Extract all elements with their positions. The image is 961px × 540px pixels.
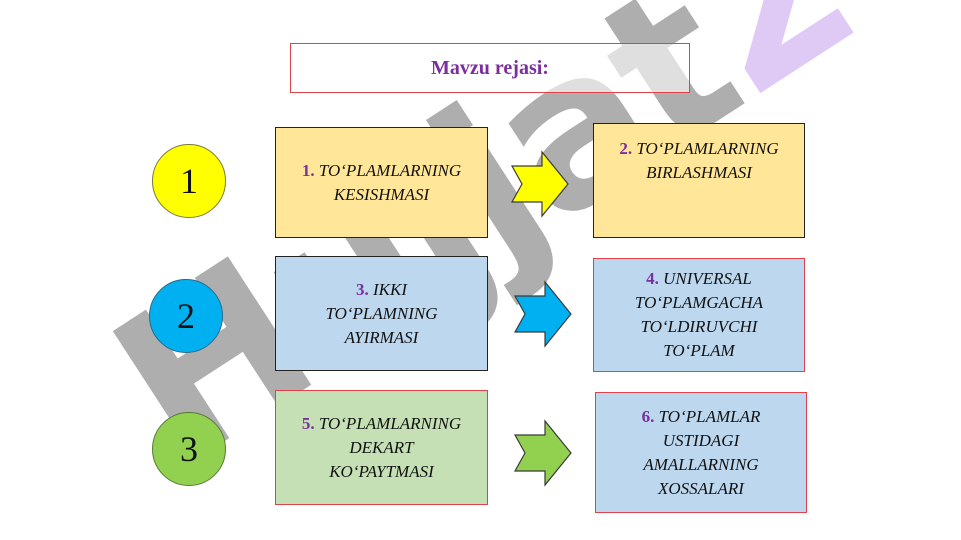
topic-number: 1. — [301, 160, 315, 180]
topic-box-5: 5. TO‘PLAMLARNING DEKART KO‘PAYTMASI — [275, 390, 488, 505]
step-circle-3: 3 — [152, 412, 226, 486]
topic-label: IKKI TO‘PLAMNING AYIRMASI — [325, 279, 438, 347]
topic-box-4: 4. UNIVERSAL TO‘PLAMGACHA TO‘LDIRUVCHI T… — [593, 258, 805, 372]
step-circle-2: 2 — [149, 279, 223, 353]
topic-box-6: 6. TO‘PLAMLAR USTIDAGI AMALLARNING XOSSA… — [595, 392, 807, 513]
topic-number: 6. — [641, 406, 655, 426]
topic-label: UNIVERSAL TO‘PLAMGACHA TO‘LDIRUVCHI TO‘P… — [634, 269, 764, 360]
topic-label: TO‘PLAMLARNING KESISHMASI — [318, 160, 462, 204]
topic-number: 2. — [619, 138, 633, 158]
topic-box-1: 1. TO‘PLAMLARNING KESISHMASI — [275, 127, 488, 238]
step-number: 1 — [180, 161, 198, 201]
right-arrow-icon — [510, 150, 569, 218]
topic-label: TO‘PLAMLAR USTIDAGI AMALLARNING XOSSALAR… — [643, 406, 761, 498]
right-arrow-icon — [513, 280, 572, 348]
topic-label: TO‘PLAMLARNING DEKART KO‘PAYTMASI — [318, 413, 462, 481]
step-circle-1: 1 — [152, 144, 226, 218]
title-box: Mavzu rejasi: — [290, 43, 690, 93]
topic-number: 5. — [301, 413, 315, 433]
topic-box-3: 3. IKKI TO‘PLAMNING AYIRMASI — [275, 256, 488, 371]
right-arrow-icon — [513, 419, 572, 487]
topic-number: 4. — [646, 269, 659, 288]
step-number: 3 — [180, 429, 198, 469]
topic-label: TO‘PLAMLARNING BIRLASHMASI — [636, 138, 779, 182]
page-title: Mavzu rejasi: — [431, 56, 549, 79]
step-number: 2 — [177, 296, 195, 336]
topic-box-2: 2. TO‘PLAMLARNING BIRLASHMASI — [593, 123, 805, 238]
topic-number: 3. — [356, 279, 369, 299]
